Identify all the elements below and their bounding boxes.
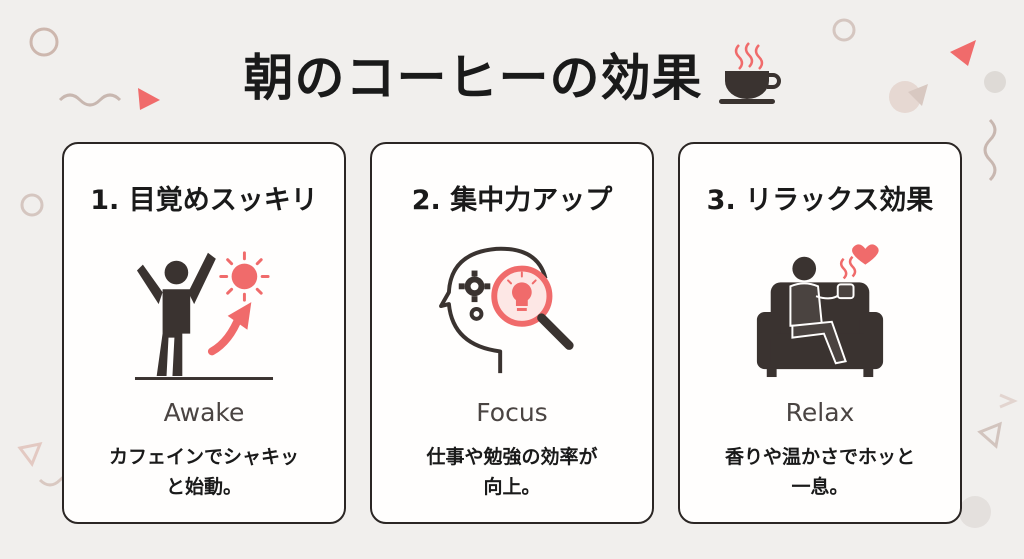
card-description-line: 香りや温かさでホッと — [724, 446, 915, 468]
card-heading: 2. 集中力アップ — [411, 185, 613, 216]
card-heading: 3. リラックス効果 — [706, 185, 934, 216]
coffee-cup-icon — [718, 42, 781, 104]
card-description-line: カフェインでシャキッ — [108, 446, 299, 468]
card-heading: 1. 目覚めスッキリ — [90, 185, 318, 216]
card-description-line: 向上。 — [483, 476, 541, 498]
card-description-line: と始動。 — [165, 476, 242, 498]
head-with-magnifier-icon — [439, 246, 574, 374]
card-description: カフェインでシャキッ と始動。 — [88, 442, 320, 502]
page-title: 朝のコーヒーの効果 — [243, 49, 703, 107]
card-english-label: Awake — [163, 398, 245, 427]
person-in-armchair-icon — [756, 244, 884, 378]
card-english-label: Relax — [785, 398, 855, 427]
card-awake: 1. 目覚めスッキリ Awake — [62, 142, 346, 524]
card-focus: 2. 集中力アップ — [370, 142, 654, 524]
card-description: 仕事や勉強の効率が 向上。 — [396, 442, 628, 502]
person-with-sun-icon — [134, 251, 274, 380]
card-english-label: Focus — [476, 398, 548, 427]
card-relax: 3. リラックス効果 Relax 香りや温かさでホッと 一息。 — [678, 142, 962, 524]
card-description-line: 仕事や勉強の効率が — [426, 446, 598, 468]
card-description: 香りや温かさでホッと 一息。 — [704, 442, 936, 502]
card-description-line: 一息。 — [791, 476, 849, 498]
title-row: 朝のコーヒーの効果 — [0, 38, 1024, 110]
